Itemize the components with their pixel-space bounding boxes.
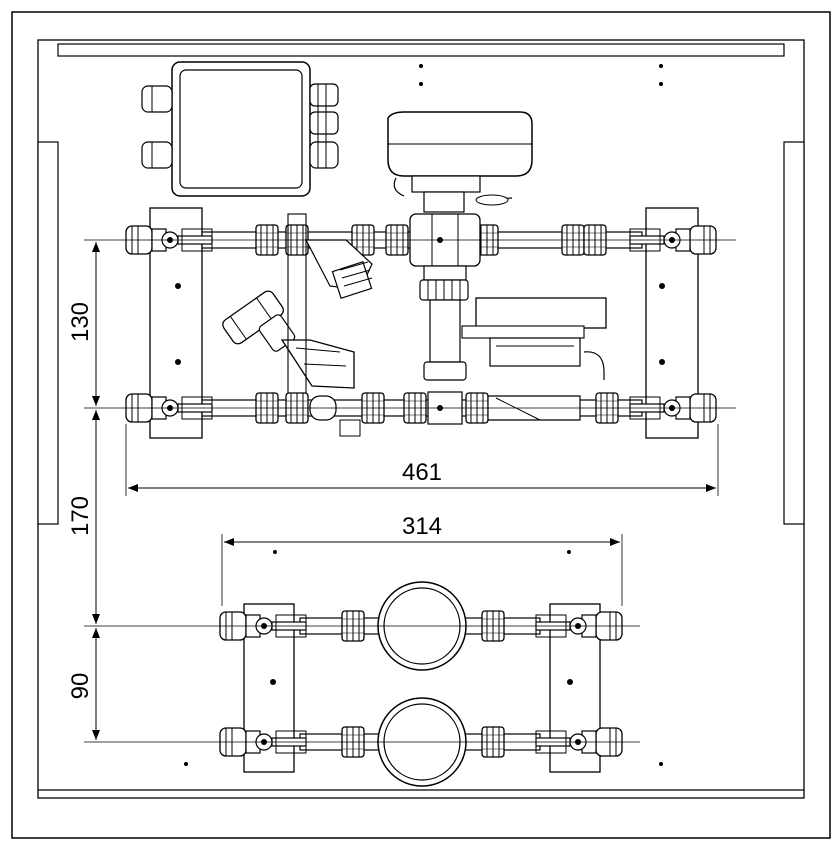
junction-box: [141, 61, 339, 197]
center-lines: [84, 239, 736, 743]
bypass-pipe: [423, 299, 467, 381]
dim-label-gap-between-groups: 170: [67, 496, 94, 536]
strainer: [305, 239, 373, 300]
dim-label-lower-row-spacing: 90: [67, 673, 94, 700]
dim-label-upper-group-width: 461: [402, 459, 442, 486]
valve-actuator: [387, 111, 533, 213]
heat-meter: [461, 297, 607, 380]
cable-gland-left-top: [141, 85, 173, 113]
cable-gland-right: [309, 83, 339, 169]
cable-gland-left-bottom: [141, 141, 173, 169]
dim-label-upper-row-spacing: 130: [67, 302, 94, 342]
dim-label-lower-group-width: 314: [402, 513, 442, 540]
dimension-lines: [92, 242, 716, 740]
balancing-valve: [222, 290, 355, 389]
